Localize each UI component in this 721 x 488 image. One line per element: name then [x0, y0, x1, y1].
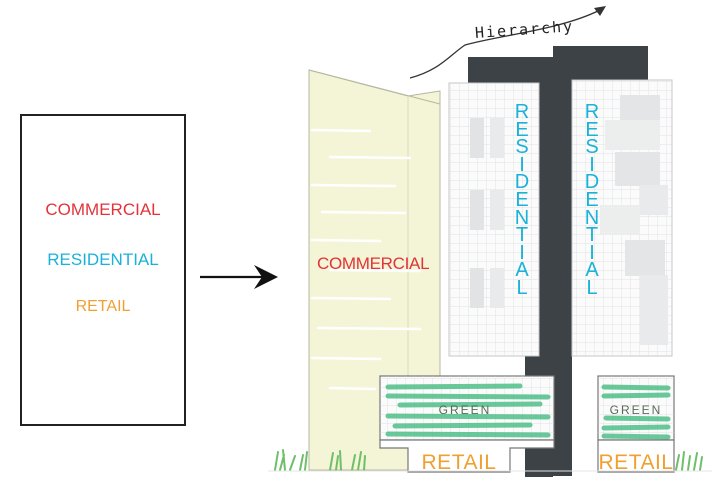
- vertical-letter: I: [519, 241, 525, 264]
- legend-retail: RETAIL: [75, 298, 131, 315]
- retail-label-left: RETAIL: [421, 451, 497, 474]
- legend-commercial: COMMERCIAL: [45, 200, 161, 219]
- ground-plants: [274, 449, 703, 471]
- vertical-letter: D: [584, 171, 600, 194]
- retail-label-right: RETAIL: [598, 451, 674, 474]
- transition-arrow: [200, 265, 278, 289]
- retail-base-right: [597, 439, 675, 473]
- vertical-letter: I: [589, 153, 595, 176]
- right-core: [553, 46, 648, 86]
- vertical-letter: T: [515, 224, 529, 247]
- vertical-letter: S: [515, 136, 529, 159]
- legend-residential: RESIDENTIAL: [47, 250, 159, 269]
- vertical-letter: N: [514, 206, 530, 229]
- vertical-letter: L: [516, 276, 528, 299]
- vertical-letter: N: [584, 206, 600, 229]
- vertical-letter: R: [514, 101, 530, 123]
- vertical-letter: E: [585, 188, 599, 211]
- vertical-letter: T: [585, 224, 599, 247]
- vertical-letter: L: [586, 276, 598, 299]
- hierarchy-arrow: [409, 9, 601, 79]
- vertical-letter: E: [515, 118, 529, 141]
- legend-box: COMMERCIAL RESIDENTIAL RETAIL: [20, 114, 186, 426]
- vertical-letter: D: [514, 171, 530, 194]
- green-label-left: GREEN: [438, 403, 492, 417]
- vertical-letter: A: [515, 259, 529, 282]
- vertical-letter: E: [585, 118, 599, 141]
- vertical-letter: I: [589, 241, 595, 264]
- vertical-letter: S: [585, 136, 599, 159]
- vertical-letter: A: [585, 259, 599, 282]
- retail-base-left: [379, 439, 555, 473]
- commercial-label: COMMERCIAL: [317, 254, 430, 273]
- vertical-letter: E: [515, 188, 529, 211]
- vertical-letter: I: [519, 153, 525, 176]
- vertical-letter: R: [584, 101, 600, 123]
- green-label-right: GREEN: [609, 403, 663, 417]
